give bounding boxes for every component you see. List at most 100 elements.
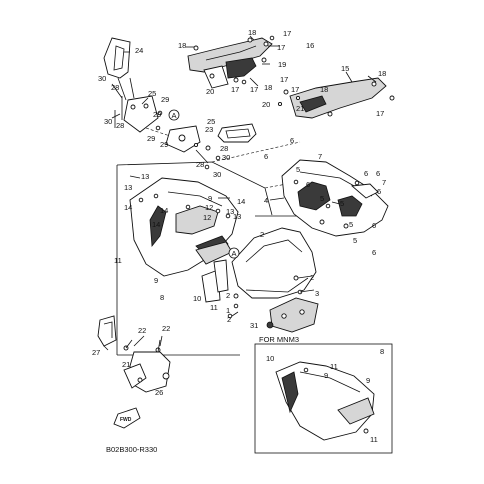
callout-2: 2 <box>226 291 230 300</box>
callout-18: 18 <box>264 83 272 92</box>
svg-text:A: A <box>232 249 237 258</box>
callout-7: 7 <box>382 178 386 187</box>
callout-22: 22 <box>138 326 146 335</box>
callout-10: 10 <box>266 354 274 363</box>
callout-20: 20 <box>206 87 214 96</box>
callout-17: 17 <box>376 109 384 118</box>
callout-1: 1 <box>226 306 230 315</box>
callout-28: 28 <box>220 144 228 153</box>
variant-box-title: FOR MNM3 <box>259 335 299 344</box>
callout-22: 22 <box>162 324 170 333</box>
callout-6: 6 <box>364 169 368 178</box>
callout-17: 17 <box>277 43 285 52</box>
callout-27: 27 <box>92 348 100 357</box>
callout-30: 30 <box>213 170 221 179</box>
mirror-mount-plate <box>114 95 171 137</box>
callout-3: 3 <box>315 289 319 298</box>
callout-5: 5 <box>340 199 344 208</box>
callout-16: 16 <box>306 41 314 50</box>
callout-11: 11 <box>370 435 378 444</box>
callout-18: 18 <box>178 41 186 50</box>
callout-11: 11 <box>330 362 338 371</box>
meter-bracket <box>97 315 171 393</box>
callout-21: 21 <box>122 360 130 369</box>
callout-25: 25 <box>148 89 156 98</box>
callout-17: 17 <box>291 85 299 94</box>
callout-31: 31 <box>250 321 258 330</box>
variant-box: FOR MNM3 <box>254 335 393 454</box>
callout-29: 29 <box>161 95 169 104</box>
callout-14: 14 <box>160 206 168 215</box>
callout-30: 30 <box>104 117 112 126</box>
callout-30: 30 <box>98 74 106 83</box>
callout-28: 28 <box>111 83 119 92</box>
reference-marker-a: A A <box>168 109 240 259</box>
windshield-1 <box>227 227 317 319</box>
callout-29: 29 <box>147 134 155 143</box>
callout-7: 7 <box>318 152 322 161</box>
callout-18: 18 <box>378 69 386 78</box>
callout-21: 21 <box>296 104 304 113</box>
callout-14: 14 <box>237 197 245 206</box>
callout-12: 12 <box>205 203 213 212</box>
fwd-arrow-icon: FWD <box>113 407 141 429</box>
callout-6: 6 <box>372 221 376 230</box>
callout-25: 25 <box>207 117 215 126</box>
callout-14: 14 <box>152 220 160 229</box>
callout-29: 29 <box>153 110 161 119</box>
callout-6: 6 <box>376 169 380 178</box>
callout-8: 8 <box>160 293 164 302</box>
callout-19: 19 <box>278 60 286 69</box>
callout-20: 20 <box>262 100 270 109</box>
side-cover-16 <box>187 35 275 73</box>
callout-10: 10 <box>193 294 201 303</box>
callout-17: 17 <box>283 29 291 38</box>
callout-9: 9 <box>366 376 370 385</box>
mirror-assembly-lower <box>165 123 257 170</box>
callout-9: 9 <box>208 194 212 203</box>
callout-6: 6 <box>290 136 294 145</box>
callout-18: 18 <box>320 85 328 94</box>
variant-box-number: 8 <box>380 347 384 356</box>
mirror-assembly-upper <box>103 37 135 101</box>
lower-trim-pieces <box>195 241 233 303</box>
figure-code: B02B300-R330 <box>106 445 157 454</box>
callout-13: 13 <box>233 212 241 221</box>
callout-4: 4 <box>264 196 268 205</box>
callout-6: 6 <box>264 152 268 161</box>
callout-9: 9 <box>324 371 328 380</box>
callout-2: 2 <box>310 273 314 282</box>
callout-5: 5 <box>349 220 353 229</box>
callout-6: 6 <box>306 180 310 189</box>
callout-5: 5 <box>296 165 300 174</box>
front-inner-panel <box>281 159 389 237</box>
callout-26: 26 <box>155 388 163 397</box>
callout-18: 18 <box>248 28 256 37</box>
callout-5: 5 <box>320 194 324 203</box>
callout-28: 28 <box>196 160 204 169</box>
callout-11: 11 <box>114 256 122 265</box>
callout-numbers: 24 30 28 25 29 29 30 28 29 29 25 23 28 3… <box>92 28 386 444</box>
side-cover-15 <box>277 77 395 119</box>
callout-9: 9 <box>154 276 158 285</box>
callout-29: 29 <box>160 140 168 149</box>
inner-panel-19 <box>203 57 267 89</box>
callout-2: 2 <box>227 315 231 324</box>
callout-13: 13 <box>226 207 234 216</box>
bracket-3 <box>266 275 319 333</box>
callout-17: 17 <box>280 75 288 84</box>
callout-30: 30 <box>222 153 230 162</box>
callout-5: 5 <box>353 236 357 245</box>
callout-24: 24 <box>135 46 143 55</box>
callout-13: 13 <box>124 183 132 192</box>
callout-17: 17 <box>250 85 258 94</box>
callout-2: 2 <box>260 230 264 239</box>
callout-13: 13 <box>141 172 149 181</box>
callout-17: 17 <box>231 85 239 94</box>
callout-23: 23 <box>205 125 213 134</box>
leader-lines <box>103 35 377 351</box>
callout-12: 12 <box>203 213 211 222</box>
fwd-label: FWD <box>120 417 132 423</box>
callout-11: 11 <box>210 303 218 312</box>
